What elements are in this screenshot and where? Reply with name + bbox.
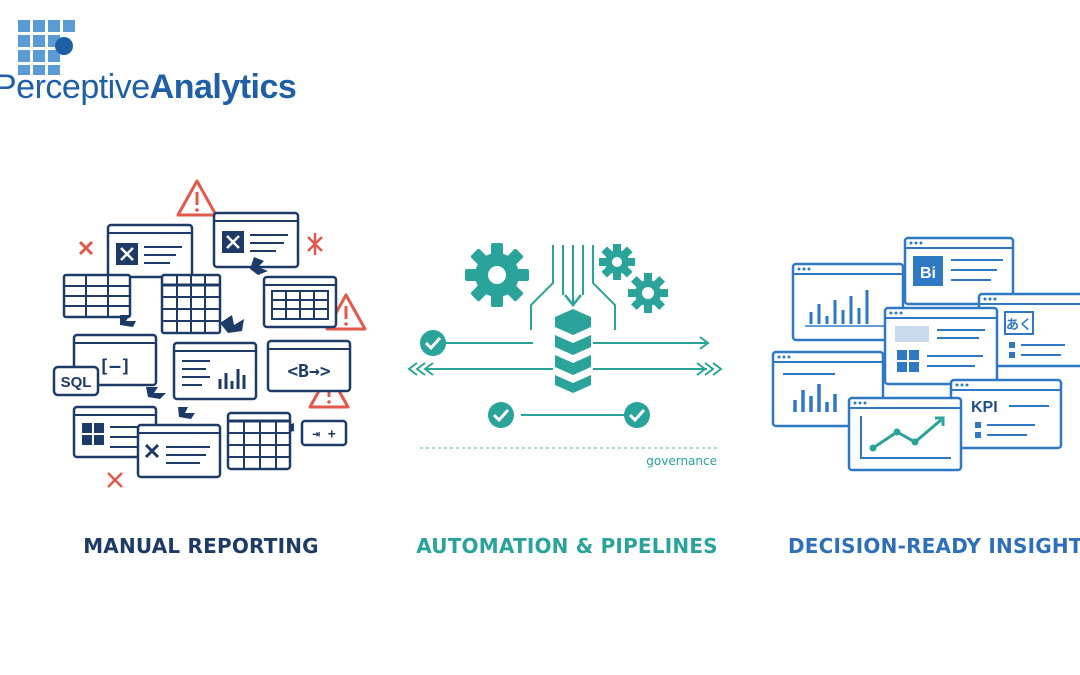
dashboard-window-icon [72, 405, 158, 459]
check-circle-icon [488, 402, 514, 428]
dashboard-window-icon [883, 306, 999, 386]
spreadsheet-icon [62, 273, 132, 319]
code-b-label: <B→> [287, 361, 331, 382]
gear-icon [599, 244, 635, 280]
spreadsheet-icon [262, 275, 338, 329]
manual-reporting-illustration: [—] SQL <B→> [52, 179, 367, 488]
jp-label: あく [1006, 318, 1032, 333]
automation-pipelines-illustration: governance [407, 243, 723, 468]
bi-window-icon: Bi [903, 236, 1015, 306]
governance-label: governance [646, 454, 717, 468]
code-window-icon: <B→> [266, 339, 352, 393]
report-window-icon [172, 341, 258, 401]
x-window-icon [212, 211, 300, 269]
database-stack-icon [555, 309, 591, 393]
logo-wordmark: PerceptiveAnalytics [0, 68, 297, 106]
x-window-icon [106, 223, 194, 279]
pipeline-arrows [407, 336, 723, 416]
error-x-icon [78, 240, 94, 256]
decision-ready-insights-caption: DECISION-READY INSIGHTS [788, 534, 1080, 558]
pipeline-funnel [530, 245, 616, 330]
sql-label: SQL [61, 374, 92, 391]
step-tag: ⇥ + [300, 419, 348, 447]
gear-icon [628, 273, 668, 313]
sql-tag: SQL [52, 365, 100, 397]
bar-chart-window-icon [791, 262, 905, 342]
kpi-label: KPI [971, 399, 998, 416]
logo-grid-icon [18, 20, 75, 75]
insights-illustration: Bi あく [771, 236, 1080, 472]
code-bracket-label: [—] [99, 356, 132, 377]
spreadsheet-icon [160, 273, 222, 335]
check-circle-icon [420, 330, 446, 356]
logo-word-perceptive: Perceptive [0, 68, 150, 106]
spreadsheet-icon [226, 411, 292, 471]
automation-pipelines-caption: AUTOMATION & PIPELINES [416, 534, 718, 558]
warning-icon [176, 179, 218, 217]
code-step-label: ⇥ + [312, 427, 336, 442]
manual-reporting-caption: MANUAL REPORTING [83, 534, 319, 558]
kpi-window-icon: KPI [949, 378, 1063, 450]
logo-word-analytics: Analytics [149, 68, 297, 106]
line-chart-window-icon [847, 396, 963, 472]
check-circle-icon [624, 402, 650, 428]
gear-icon [465, 243, 529, 307]
bi-label: Bi [920, 265, 936, 282]
x-window-icon [136, 423, 222, 479]
broken-spark-icon [307, 233, 323, 255]
broken-spark-icon [107, 472, 123, 488]
